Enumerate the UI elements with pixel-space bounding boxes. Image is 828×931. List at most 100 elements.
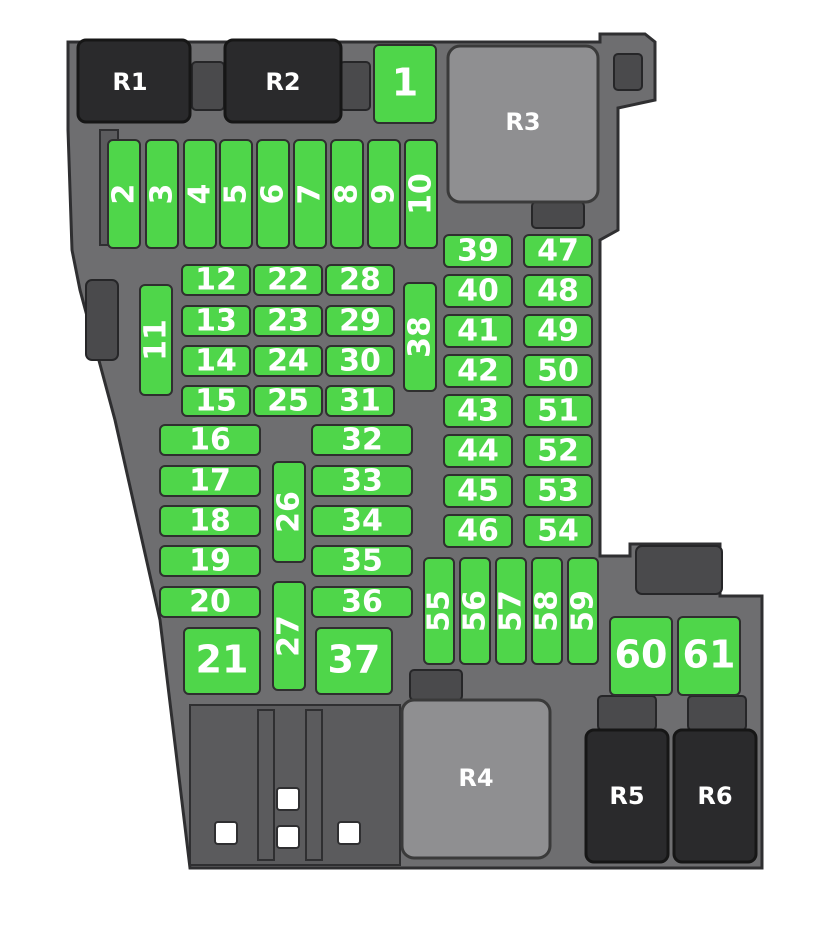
- fuse-30: 30: [325, 344, 395, 379]
- fuse-label: 44: [457, 434, 499, 469]
- fuse-3: 3: [145, 139, 180, 249]
- fuse-body: [459, 557, 491, 665]
- fuse-label: 31: [339, 384, 381, 419]
- fuse-body: [330, 139, 364, 249]
- fuse-body: [311, 424, 413, 456]
- fuse-body: [443, 354, 513, 388]
- fuse-50: 50: [523, 354, 593, 389]
- fuse-label: 53: [537, 474, 579, 509]
- fuse-body: [443, 514, 513, 548]
- fuse-52: 52: [523, 434, 593, 469]
- fuse-label: 4: [183, 184, 218, 205]
- fuse-label: 41: [457, 314, 499, 349]
- fuse-body: [253, 385, 323, 417]
- fuse-body: [531, 557, 563, 665]
- fuse-body: [523, 314, 593, 348]
- hole: [276, 787, 300, 811]
- fuse-label: 46: [457, 514, 499, 549]
- fuse-label: 16: [189, 423, 231, 458]
- fuse-label: 25: [267, 384, 309, 419]
- hole: [276, 825, 300, 849]
- fuse-19: 19: [159, 544, 261, 579]
- fuse-body: [443, 394, 513, 428]
- fuse-label: 24: [267, 344, 309, 379]
- relay-r2: R2: [223, 38, 343, 124]
- fuse-body: [159, 505, 261, 537]
- fuse-label: 15: [195, 384, 237, 419]
- fuse-body: [311, 545, 413, 577]
- fuse-label: 18: [189, 504, 231, 539]
- fuse-label: 9: [367, 184, 402, 205]
- relay-r6: R6: [672, 728, 758, 864]
- fuse-38: 38: [403, 282, 438, 392]
- r2-fuse1-clip: [339, 61, 371, 111]
- fuse-body: [443, 274, 513, 308]
- fuse-body: [253, 345, 323, 377]
- fuse-body: [523, 474, 593, 508]
- fuse-label: 32: [341, 423, 383, 458]
- fuse-59: 59: [566, 557, 601, 665]
- fuse-label: 47: [537, 234, 579, 269]
- fuse-45: 45: [443, 474, 513, 509]
- fuse-label: 50: [537, 354, 579, 389]
- fuse-17: 17: [159, 464, 261, 499]
- fuse-24: 24: [253, 344, 323, 379]
- relay-r4: R4: [400, 698, 552, 860]
- fuse-label: 28: [339, 263, 381, 298]
- fuse-27: 27: [272, 581, 307, 691]
- r3-clip: [531, 201, 585, 229]
- fuse-body: [145, 139, 179, 249]
- r4-clip: [409, 669, 463, 701]
- fuse-body: [219, 139, 253, 249]
- fuse-body: [523, 234, 593, 268]
- relay-r3: R3: [446, 44, 600, 204]
- fuse-25: 25: [253, 384, 323, 419]
- fuse-label: 20: [189, 585, 231, 620]
- fuse-label: 40: [457, 274, 499, 309]
- fuse-14: 14: [181, 344, 251, 379]
- fuse-9: 9: [367, 139, 402, 249]
- fuse-body: [107, 139, 141, 249]
- fuse-35: 35: [311, 544, 413, 579]
- fuse-body: [567, 557, 599, 665]
- r1-r2-clip: [191, 61, 225, 111]
- fuse-label: 60: [615, 633, 668, 677]
- side-latch: [85, 279, 119, 361]
- fuse-label: 61: [683, 633, 736, 677]
- fuse-43: 43: [443, 394, 513, 429]
- fuse-body: [367, 139, 401, 249]
- fuse-13: 13: [181, 304, 251, 339]
- fuse-body: [403, 282, 437, 392]
- fuse-42: 42: [443, 354, 513, 389]
- fuse-58: 58: [530, 557, 565, 665]
- fuse-39: 39: [443, 234, 513, 269]
- fuse-body: [272, 461, 306, 563]
- fuse-label: 8: [330, 184, 365, 205]
- fuse-label: 43: [457, 394, 499, 429]
- fuse-label: 1: [392, 61, 418, 105]
- fuse-label: 58: [530, 590, 565, 632]
- fuse-label: 55: [422, 590, 457, 632]
- fuse-33: 33: [311, 464, 413, 499]
- fuse-51: 51: [523, 394, 593, 429]
- fuse-12: 12: [181, 263, 251, 298]
- fuse-label: 5: [219, 184, 254, 205]
- fuse-32: 32: [311, 423, 413, 458]
- fuse-body: [443, 474, 513, 508]
- fuse-body: [183, 139, 217, 249]
- fuse-6: 6: [256, 139, 291, 249]
- fuse-18: 18: [159, 504, 261, 539]
- fuse-57: 57: [494, 557, 529, 665]
- fuse-8: 8: [330, 139, 365, 249]
- fuse-body: [181, 345, 251, 377]
- fuse-body: [325, 385, 395, 417]
- fuse-11: 11: [139, 284, 174, 396]
- fuse-label: 42: [457, 354, 499, 389]
- fuse-body: [523, 394, 593, 428]
- fuse-body: [443, 434, 513, 468]
- fuse-47: 47: [523, 234, 593, 269]
- fuse-body: [253, 305, 323, 337]
- fuse-body: [183, 627, 261, 695]
- fuse-label: 39: [457, 234, 499, 269]
